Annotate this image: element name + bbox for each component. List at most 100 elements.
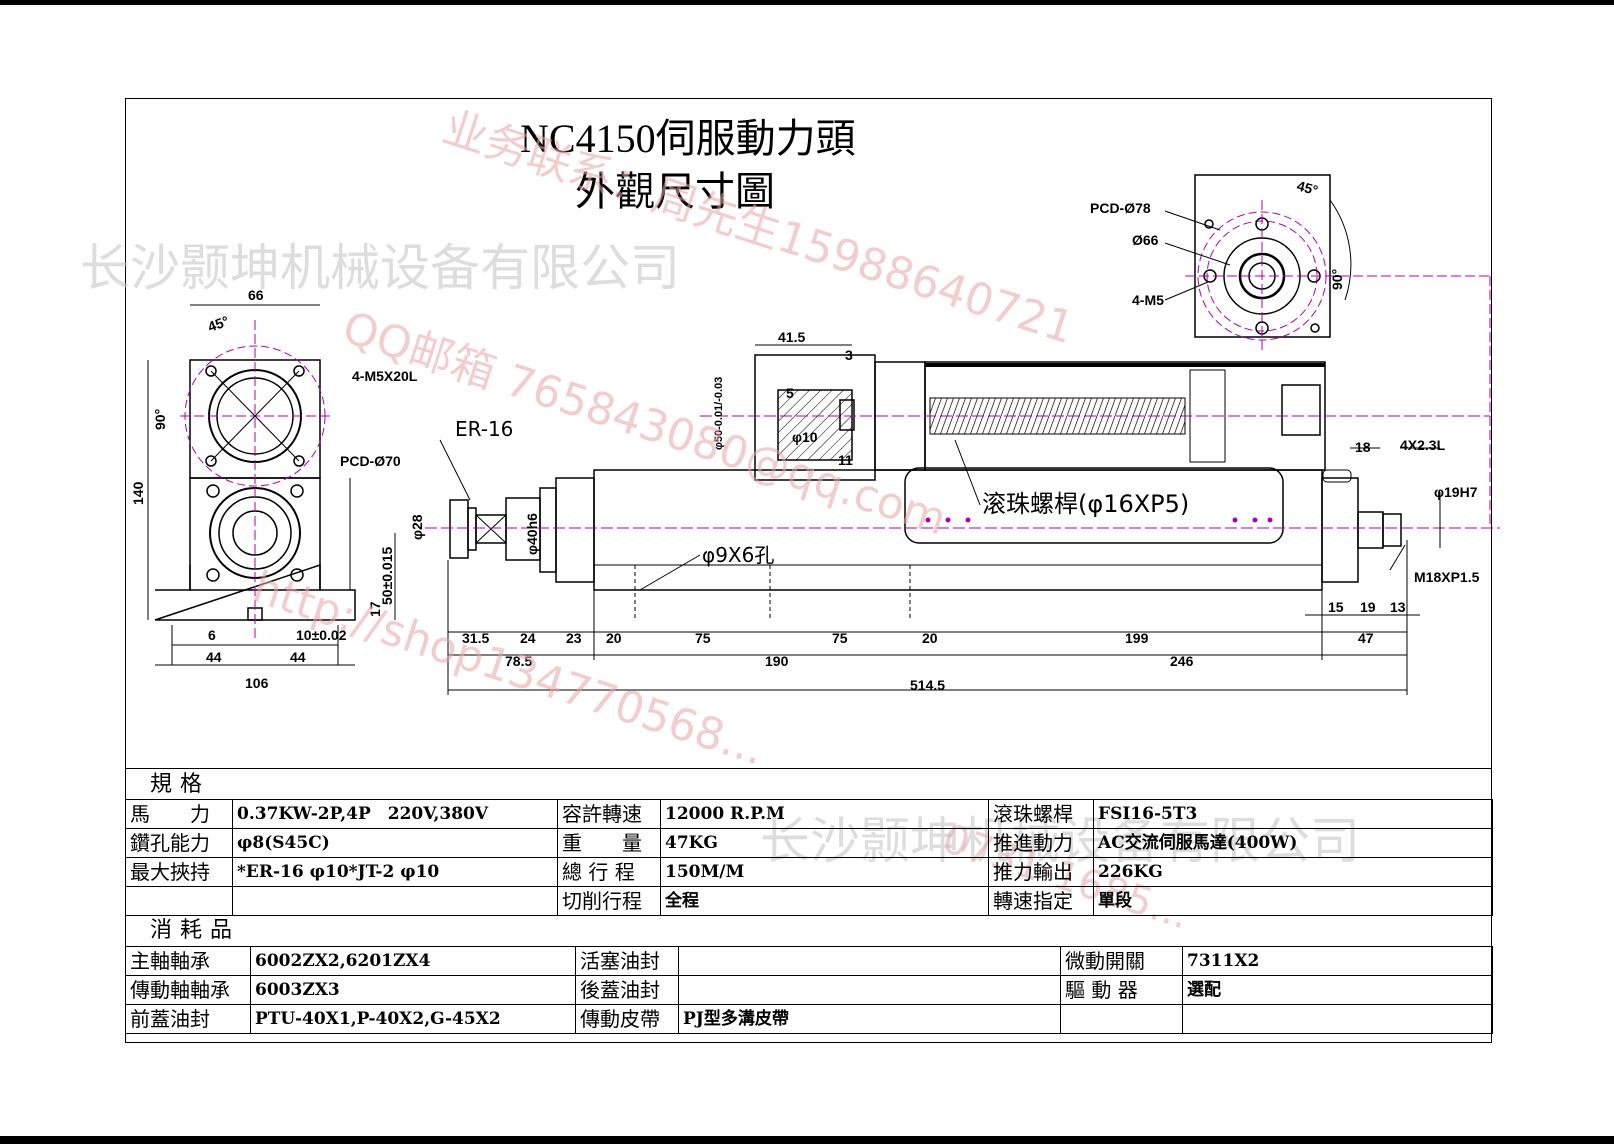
consumable-value: 6003ZX3	[250, 975, 576, 1005]
dim-44-right: 44	[290, 649, 306, 665]
spec-row: 馬 力 0.37KW-2P,4P 220V,380V 容許轉速 12000 R.…	[125, 799, 1493, 829]
main-side-view	[425, 354, 1500, 620]
spec-key: 切削行程	[557, 886, 661, 916]
dim-45deg-right: 45°	[1295, 177, 1320, 198]
dim-50-tolerance: 50±0.015	[379, 546, 395, 605]
spec-key: 重 量	[557, 828, 661, 858]
spec-key: 最大挾持	[125, 857, 233, 887]
spec-key: 推進動力	[988, 828, 1094, 858]
spec-value: 12000 R.P.M	[660, 799, 989, 829]
spec-key: 滾珠螺桿	[988, 799, 1094, 829]
spec-value: 全程	[660, 886, 989, 916]
dim-199: 199	[1125, 630, 1149, 646]
dim-24: 24	[520, 630, 536, 646]
main-view-dimension-lines	[447, 344, 1441, 695]
label-ballscrew: 滚珠螺桿(φ16XP5)	[982, 490, 1189, 518]
consumable-value: PTU-40X1,P-40X2,G-45X2	[250, 1004, 576, 1034]
title-line-1: NC4150伺服動力頭	[520, 116, 856, 161]
dim-phi66: Ø66	[1132, 232, 1159, 248]
dim-pcd-78: PCD-Ø78	[1090, 200, 1151, 216]
dim-140: 140	[130, 481, 146, 505]
dim-514-5: 514.5	[910, 677, 945, 693]
spec-value: 150M/M	[660, 857, 989, 887]
spec-value: FSI16-5T3	[1093, 799, 1493, 829]
spec-value: AC交流伺服馬達(400W)	[1093, 828, 1493, 858]
dim-90deg-left: 90°	[152, 409, 168, 430]
consumables-row: 前蓋油封 PTU-40X1,P-40X2,G-45X2 傳動皮帶 PJ型多溝皮帶	[125, 1004, 1493, 1034]
label-holes: φ9X6孔	[702, 543, 774, 567]
dim-4x2-3l: 4X2.3L	[1400, 437, 1446, 453]
dim-106: 106	[245, 675, 269, 691]
dim-78-5: 78.5	[505, 653, 532, 669]
consumable-value: 6002ZX2,6201ZX4	[250, 946, 576, 976]
spec-key: 總 行 程	[557, 857, 661, 887]
consumable-key: 活塞油封	[575, 946, 679, 976]
consumable-value	[678, 975, 1061, 1005]
spec-key	[125, 886, 233, 916]
consumable-value: 選配	[1182, 975, 1493, 1005]
dim-18: 18	[1355, 439, 1371, 455]
consumable-key	[1060, 1004, 1183, 1034]
spec-value: 單段	[1093, 886, 1493, 916]
watermark-company: 长沙颢坤机械设备有限公司	[80, 239, 680, 297]
dim-47: 47	[1358, 630, 1374, 646]
dim-44-left: 44	[206, 649, 222, 665]
dim-190: 190	[765, 653, 789, 669]
consumables-heading: 消耗品	[125, 915, 1492, 946]
title-line-2: 外觀尺寸圖	[575, 169, 775, 214]
dim-phi28: φ28	[409, 514, 425, 540]
dim-20-right: 20	[922, 630, 938, 646]
spec-row: 切削行程 全程 轉速指定 單段	[125, 886, 1493, 916]
dim-75-left: 75	[695, 630, 711, 646]
dim-phi10: φ10	[792, 429, 818, 445]
spec-key: 容許轉速	[557, 799, 661, 829]
top-frame-bar	[0, 0, 1614, 5]
spec-value: φ8(S45C)	[232, 828, 558, 858]
leader-er16	[439, 439, 471, 501]
dim-66: 66	[248, 287, 264, 303]
dim-246: 246	[1170, 653, 1194, 669]
dim-41-5: 41.5	[778, 329, 805, 345]
watermark-shop: http://shop134770568...	[247, 562, 771, 776]
consumable-value: PJ型多溝皮帶	[678, 1004, 1061, 1034]
consumable-key: 傳動軸軸承	[125, 975, 251, 1005]
spec-value: 0.37KW-2P,4P 220V,380V	[232, 799, 558, 829]
dim-5: 5	[786, 385, 794, 401]
dim-4-m5: 4-M5	[1132, 292, 1164, 308]
dim-phi40h6: φ40h6	[524, 513, 540, 555]
spec-value	[232, 886, 558, 916]
dim-13: 13	[1390, 599, 1406, 615]
spec-key: 轉速指定	[988, 886, 1094, 916]
consumable-key: 前蓋油封	[125, 1004, 251, 1034]
dim-phi50: φ50-0.01/-0.03	[713, 377, 725, 450]
dim-17: 17	[367, 601, 383, 617]
dim-pcd-70: PCD-Ø70	[340, 453, 401, 469]
left-end-view	[154, 320, 356, 640]
bottom-frame-bar	[0, 1136, 1614, 1144]
consumables-row: 傳動軸軸承 6003ZX3 後蓋油封 驅 動 器 選配	[125, 975, 1493, 1005]
dim-20-left: 20	[606, 630, 622, 646]
consumable-key: 微動開關	[1060, 946, 1183, 976]
dim-15: 15	[1328, 599, 1344, 615]
spec-key: 馬 力	[125, 799, 233, 829]
spec-heading: 規格	[125, 768, 1492, 799]
dim-45deg-left: 45°	[206, 313, 231, 335]
spec-table: 馬 力 0.37KW-2P,4P 220V,380V 容許轉速 12000 R.…	[125, 799, 1493, 916]
dim-4-m5x20l: 4-M5X20L	[352, 368, 418, 384]
drawing-sheet-border	[125, 98, 1492, 1043]
consumable-value	[1182, 1004, 1493, 1034]
dim-phi19h7: φ19H7	[1434, 484, 1478, 500]
dim-31-5: 31.5	[462, 630, 489, 646]
dim-75-right: 75	[832, 630, 848, 646]
spec-key: 鑽孔能力	[125, 828, 233, 858]
spec-row: 最大挾持 *ER-16 φ10*JT-2 φ10 總 行 程 150M/M 推力…	[125, 857, 1493, 887]
leader-holes	[639, 554, 701, 591]
dim-90deg-right: 90°	[1329, 269, 1345, 290]
consumables-table: 主軸軸承 6002ZX2,6201ZX4 活塞油封 微動開關 7311X2 傳動…	[125, 946, 1493, 1034]
dim-3: 3	[845, 347, 853, 363]
top-right-end-view	[1164, 174, 1491, 525]
consumable-key: 後蓋油封	[575, 975, 679, 1005]
consumables-row: 主軸軸承 6002ZX2,6201ZX4 活塞油封 微動開關 7311X2	[125, 946, 1493, 976]
dim-23: 23	[566, 630, 582, 646]
